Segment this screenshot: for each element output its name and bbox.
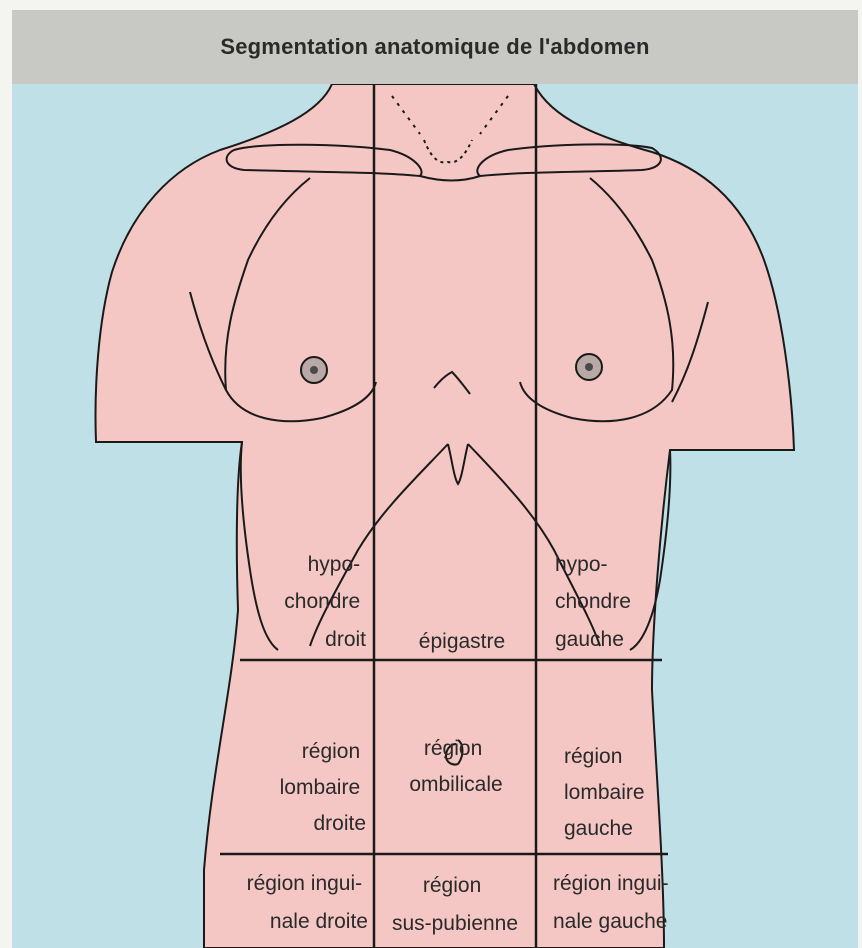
torso-silhouette <box>96 84 794 948</box>
left-nipple-center <box>585 363 593 371</box>
right-nipple-center <box>310 366 318 374</box>
title-bar: Segmentation anatomique de l'abdomen <box>12 10 858 84</box>
abdomen-figure: Segmentation anatomique de l'abdomen <box>12 10 858 948</box>
torso-diagram: hypo- chondre droit épigastre hypo- chon… <box>12 84 858 948</box>
figure-title: Segmentation anatomique de l'abdomen <box>220 34 649 60</box>
label-epigastre: épigastre <box>419 630 505 653</box>
